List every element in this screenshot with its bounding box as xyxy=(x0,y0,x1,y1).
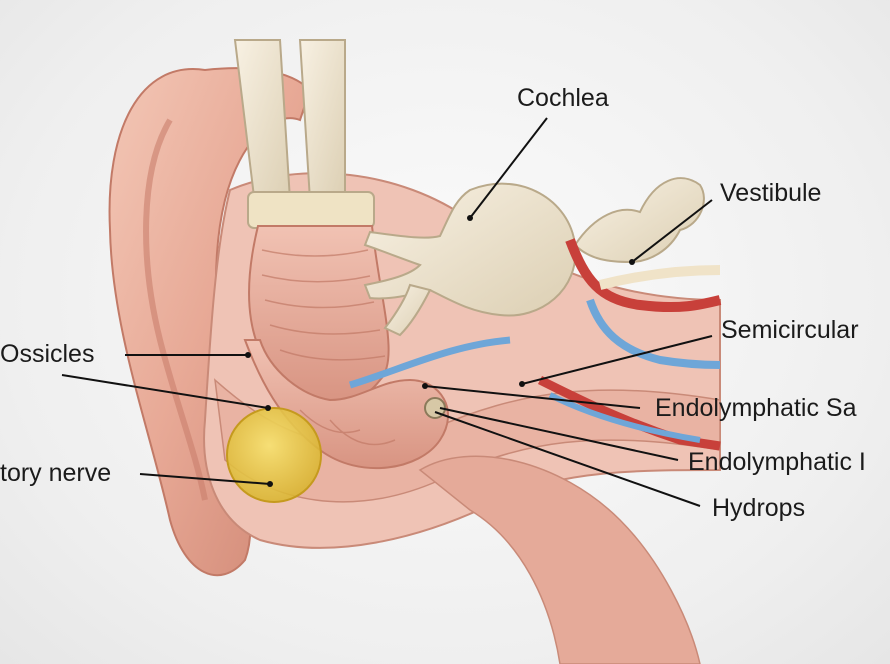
canal-rings xyxy=(261,249,396,446)
cream-vessel xyxy=(598,265,721,290)
label-ossicles: Ossicles xyxy=(0,340,95,368)
yellow-sphere xyxy=(226,407,322,503)
blue-vessel-mid xyxy=(348,336,511,389)
red-vessel-top xyxy=(565,238,722,313)
label-endolymphatic-sac: Endolymphatic Sa xyxy=(655,394,857,422)
label-vestibule: Vestibule xyxy=(720,179,822,207)
label-endolymphatic-duct: Endolymphatic I xyxy=(688,448,866,476)
pinna-fold xyxy=(143,118,208,501)
label-hydrops: Hydrops xyxy=(712,494,806,522)
label-cochlea: Cochlea xyxy=(517,84,609,112)
label-auditory-nerve: tory nerve xyxy=(0,459,112,487)
tube-collar xyxy=(247,191,375,229)
lower-tissue xyxy=(418,455,701,664)
leader-lines xyxy=(61,117,713,507)
label-semicircular: Semicircular xyxy=(721,316,859,344)
blue-vessel-low xyxy=(548,392,701,443)
leader-dots xyxy=(245,215,635,487)
blue-vessel-top xyxy=(586,298,721,369)
cochlea-arm xyxy=(383,283,432,337)
